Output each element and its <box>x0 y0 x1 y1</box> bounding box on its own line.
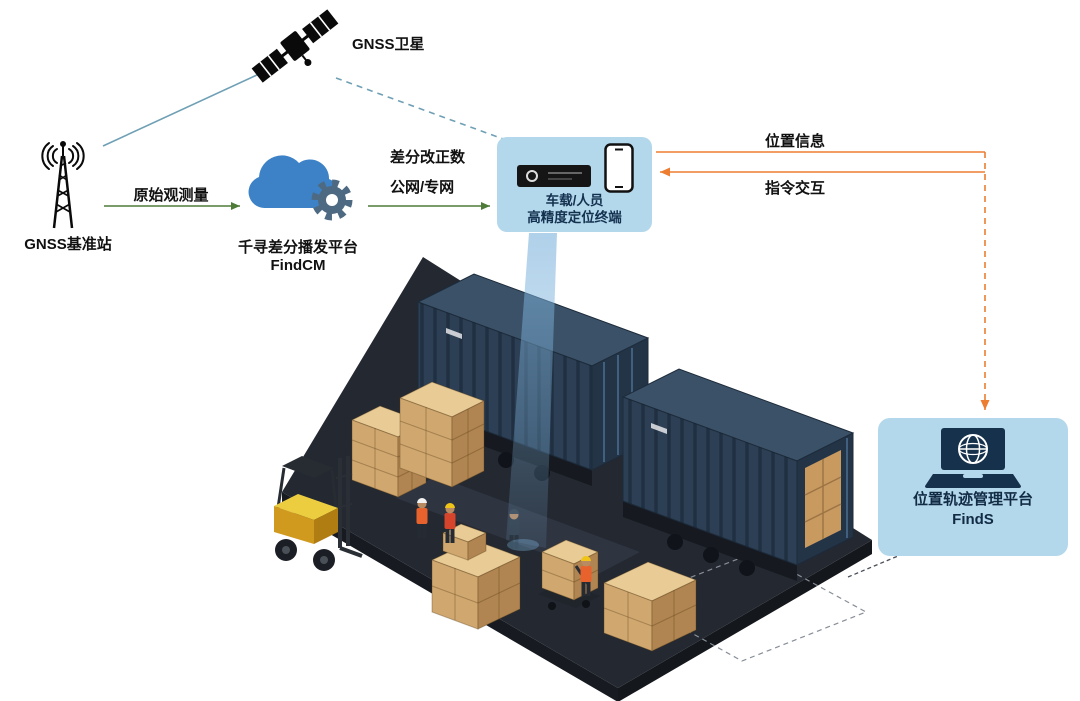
gnss-satellite-icon <box>251 9 339 83</box>
terminal-label-line1: 车载/人员 <box>545 193 604 208</box>
cloud-gear-icon <box>248 155 353 221</box>
cloud-platform-name: 千寻差分播发平台 <box>237 239 358 256</box>
raw-observation-label: 原始观测量 <box>133 187 209 204</box>
corrections-label-line1: 差分改正数 <box>390 149 466 166</box>
radio-tower-icon <box>41 141 85 229</box>
container-marking <box>651 423 667 434</box>
positioning-beam <box>506 233 557 551</box>
satellite-terminal-link <box>335 77 507 141</box>
laptop-globe-icon <box>925 428 1021 488</box>
gnss-receiver-icon <box>516 165 591 187</box>
worker <box>580 556 592 596</box>
terminal-label-line2: 高精度定位终端 <box>527 209 622 225</box>
satellite-label: GNSS卫星 <box>352 36 425 53</box>
management-platform-product: FindS <box>952 511 994 529</box>
carton-pallet-center <box>430 523 522 630</box>
carton-pallet-right <box>602 561 698 652</box>
carton-stack-tall-right <box>398 381 486 488</box>
floor-marking-dashed <box>630 551 868 662</box>
worker <box>416 498 428 538</box>
container-marking <box>446 328 462 339</box>
command-interaction-label: 指令交互 <box>764 180 825 197</box>
management-platform-node: 位置轨迹管理平台 FindS <box>878 418 1068 556</box>
satellite-basestation-link <box>102 67 273 147</box>
terminal-icons <box>516 143 634 193</box>
corrections-label-line2: 公网/专网 <box>390 179 455 196</box>
management-platform-name: 位置轨迹管理平台 <box>912 491 1033 508</box>
terminal-node: 车载/人员 高精度定位终端 <box>497 137 652 232</box>
warehouse-scene <box>274 257 872 701</box>
worker <box>444 503 456 543</box>
cloud-platform-product: FindCM <box>270 257 326 274</box>
shipping-container-right <box>621 368 855 581</box>
scene-finds-connector <box>847 555 899 578</box>
smartphone-icon <box>603 143 634 193</box>
position-info-label: 位置信息 <box>764 133 825 150</box>
forklift <box>274 456 363 571</box>
base-station-label: GNSS基准站 <box>24 236 112 253</box>
